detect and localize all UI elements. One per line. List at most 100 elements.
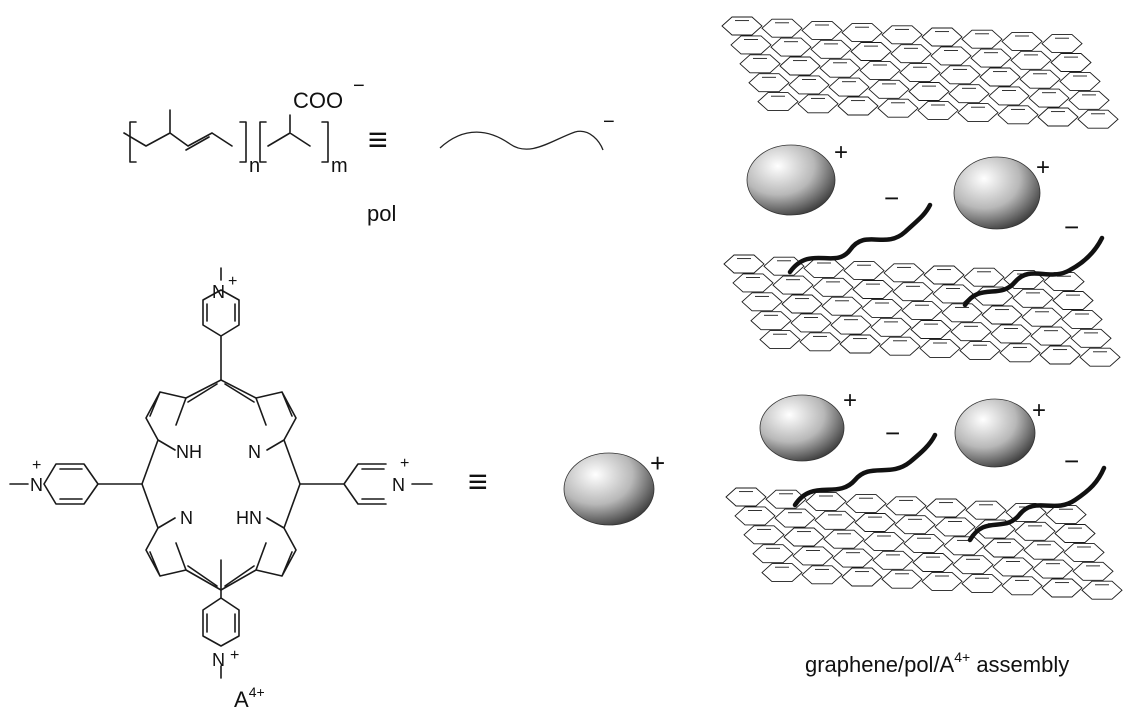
graphene-hexagon	[812, 277, 854, 297]
pyridinium-bottom-charge: +	[230, 647, 239, 664]
polymer-chain	[787, 202, 933, 275]
graphene-hexagon	[890, 44, 932, 64]
polymer-chain	[792, 432, 938, 508]
graphene-hexagon	[1059, 71, 1101, 91]
porphyrin-hn: HN	[236, 508, 262, 528]
graphene-hexagon	[921, 571, 963, 591]
graphene-hexagon	[792, 546, 834, 566]
graphene-hexagon	[1010, 50, 1052, 70]
graphene-hexagon	[721, 16, 763, 36]
porphyrin-sphere	[953, 156, 1041, 230]
graphene-hexagon	[919, 338, 961, 358]
polymer-name: pol	[367, 201, 396, 226]
graphene-sheet-middle	[723, 254, 1121, 367]
graphene-hexagon	[761, 563, 803, 583]
polymer-charge: −	[885, 418, 900, 448]
graphene-hexagon	[990, 324, 1032, 344]
graphene-hexagon	[741, 292, 783, 312]
graphene-hexagon	[799, 332, 841, 352]
graphene-hexagon	[770, 37, 812, 57]
graphene-hexagon	[759, 330, 801, 350]
graphene-hexagon	[1081, 580, 1123, 600]
graphene-hexagon	[1050, 53, 1092, 72]
porphyrin-n-bottom: N	[180, 508, 193, 528]
graphene-hexagon	[921, 27, 963, 47]
graphene-hexagon	[830, 315, 872, 335]
graphene-hexagon	[814, 510, 856, 530]
polymer-charge: −	[884, 183, 899, 213]
graphene-hexagon	[952, 555, 994, 575]
graphene-hexagon	[841, 567, 883, 587]
graphene-hexagon	[1063, 542, 1105, 562]
graphene-hexagon	[810, 39, 852, 59]
graphene-hexagon	[943, 536, 985, 556]
graphene-hexagon	[1012, 288, 1054, 308]
bracket-m-right	[321, 121, 329, 163]
graphene-hexagon	[1023, 540, 1065, 560]
bracket-n-left	[129, 121, 137, 163]
graphene-hexagon	[841, 23, 883, 43]
graphene-hexagon	[1070, 328, 1112, 348]
graphene-hexagon	[901, 301, 943, 321]
graphene-hexagon	[981, 305, 1023, 325]
graphene-hexagon	[774, 508, 816, 528]
assembly-caption: graphene/pol/A4+ assembly	[805, 649, 1069, 677]
pyridinium-top-charge: +	[228, 273, 237, 290]
graphene-hexagon	[908, 82, 950, 101]
graphene-hexagon	[837, 96, 879, 116]
graphene-hexagon	[941, 303, 983, 323]
graphene-hexagon	[790, 313, 832, 333]
graphene-hexagon	[1041, 578, 1083, 598]
graphene-hexagon	[743, 525, 785, 545]
sphere-charge: +	[1036, 154, 1050, 181]
porphyrin-n-top: N	[248, 442, 261, 462]
graphene-hexagon	[983, 538, 1025, 558]
graphene-hexagon	[863, 531, 905, 551]
graphene-hexagon	[868, 79, 910, 99]
pyridinium-top-ring	[202, 267, 240, 381]
graphene-hexagon	[948, 84, 990, 104]
graphene-hexagon	[992, 557, 1034, 577]
graphene-hexagon	[979, 67, 1021, 87]
carboxylate-label: COO	[293, 88, 343, 113]
graphene-hexagon	[748, 73, 790, 93]
graphene-hexagon	[1032, 559, 1074, 579]
graphene-hexagon	[772, 275, 814, 295]
carboxylate-charge: −	[353, 75, 365, 97]
graphene-hexagon	[1001, 576, 1043, 596]
graphene-hexagon	[912, 553, 954, 572]
graphene-hexagon	[781, 294, 823, 314]
graphene-hexagon	[788, 75, 830, 95]
sphere-charge: +	[1032, 397, 1046, 424]
graphene-hexagon	[797, 94, 839, 114]
porphyrin-sphere	[954, 398, 1036, 468]
graphene-hexagon	[801, 565, 843, 585]
graphene-hexagon	[923, 265, 965, 285]
sphere-charge: +	[834, 139, 848, 166]
graphene-hexagon	[1061, 309, 1103, 329]
graphene-hexagon	[801, 20, 843, 40]
graphene-hexagon	[965, 500, 1007, 520]
graphene-hexagon	[1001, 31, 1043, 51]
graphene-hexagon	[757, 92, 799, 112]
graphene-hexagon	[892, 282, 934, 302]
graphene-hexagon	[850, 42, 892, 61]
pyridinium-right-charge: +	[400, 455, 409, 472]
bracket-m-left	[259, 121, 267, 163]
graphene-hexagon	[950, 322, 992, 342]
graphene-hexagon	[988, 86, 1030, 106]
graphene-hexagon	[879, 336, 921, 356]
graphene-hexagon	[805, 491, 847, 511]
pyridinium-left-n: N	[30, 475, 43, 495]
assembly-diagram: + + − − + + − − graphene/pol/A4+ assembl…	[721, 16, 1123, 677]
graphene-hexagon	[925, 498, 967, 518]
graphene-hexagon	[883, 263, 925, 283]
pyridinium-left-ring	[9, 463, 143, 505]
pyridinium-left-charge: +	[32, 457, 41, 474]
porphyrin-name-base: A	[234, 687, 249, 712]
graphene-hexagon	[843, 261, 885, 281]
porphyrin-sphere-symbol	[563, 452, 655, 526]
graphene-hexagon	[970, 48, 1012, 68]
graphene-hexagon	[961, 574, 1003, 594]
